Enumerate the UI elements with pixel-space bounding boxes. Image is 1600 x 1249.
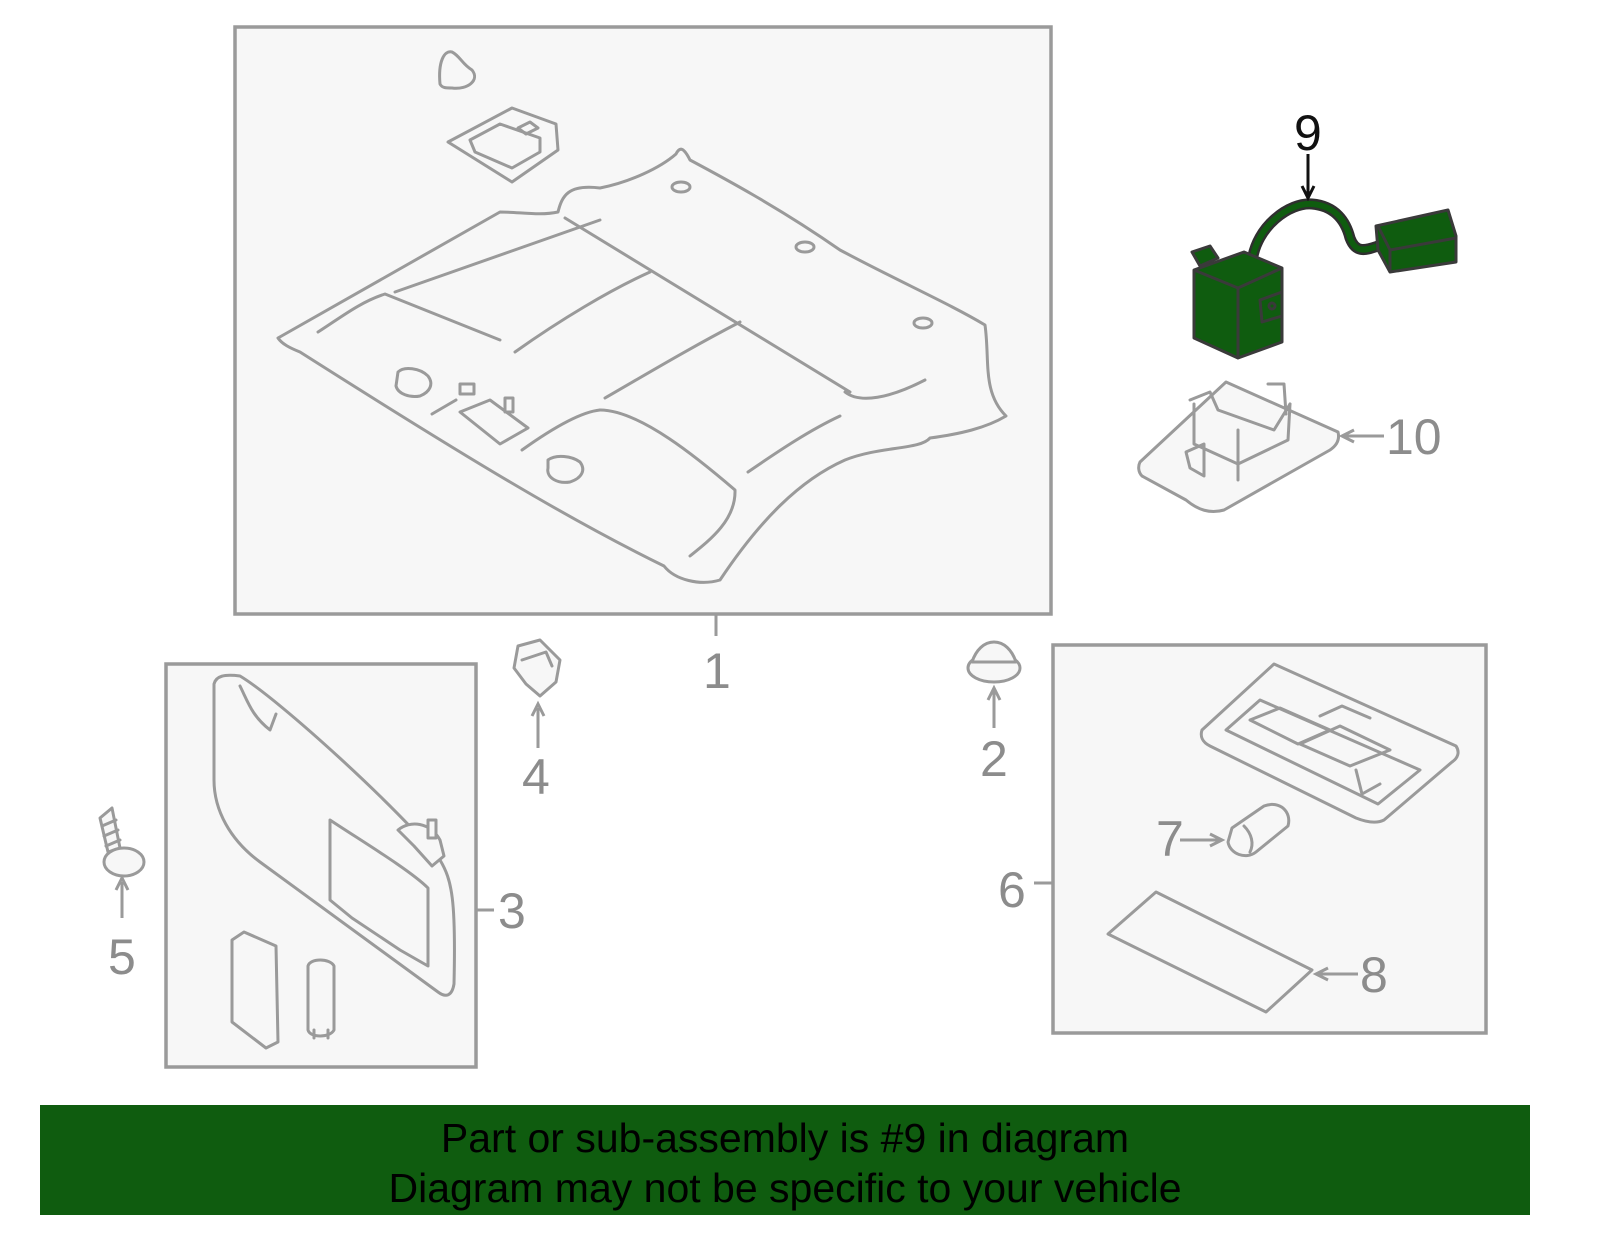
callout-5: 5 [108, 929, 136, 985]
part-7-bulb[interactable] [1226, 803, 1291, 858]
banner-line-1: Part or sub-assembly is #9 in diagram [440, 1115, 1130, 1161]
headliner-clip[interactable] [438, 50, 560, 184]
callout-10: 10 [1386, 409, 1442, 465]
callout-2: 2 [980, 731, 1008, 787]
callout-3: 3 [498, 883, 526, 939]
sun-visor-part[interactable] [212, 673, 456, 1050]
part-8-lens[interactable] [1106, 890, 1314, 1014]
callout-7: 7 [1156, 811, 1184, 867]
part-5-screw[interactable] [98, 806, 146, 878]
callout-6: 6 [998, 862, 1026, 918]
callout-1: 1 [703, 643, 731, 699]
info-banner: Part or sub-assembly is #9 in diagram Di… [40, 1105, 1530, 1215]
part-4-bracket[interactable] [512, 638, 562, 698]
part-10-bracket[interactable] [1137, 380, 1340, 514]
callout-4: 4 [522, 749, 550, 805]
callout-8: 8 [1360, 947, 1388, 1003]
callout-9: 9 [1294, 105, 1322, 161]
headliner-part[interactable] [276, 147, 1008, 584]
part-2-clip[interactable] [966, 640, 1022, 684]
part-6-lamp[interactable] [1199, 662, 1460, 824]
part-9-module[interactable] [1190, 198, 1458, 360]
banner-line-2: Diagram may not be specific to your vehi… [388, 1165, 1182, 1211]
